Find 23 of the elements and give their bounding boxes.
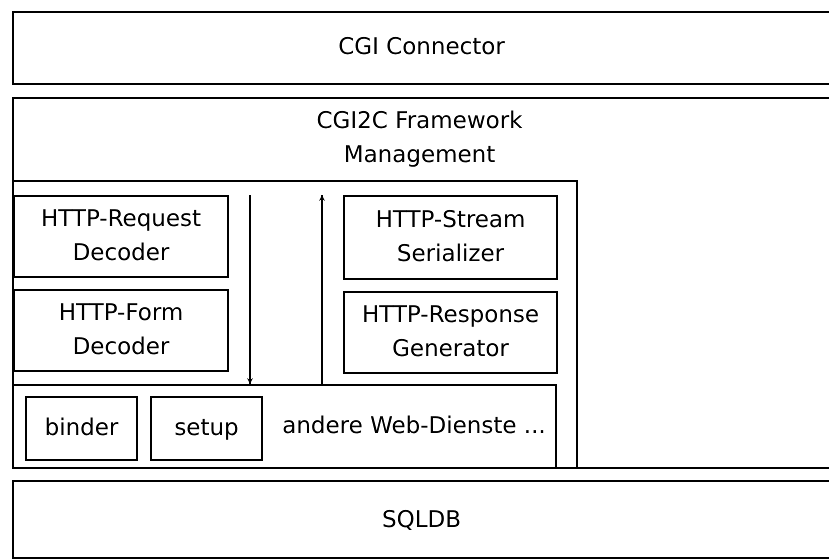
layer-box [12, 11, 829, 85]
box-label: CGI2C Framework Management [316, 107, 524, 170]
box-label: andere Web-Dienste ... [282, 412, 546, 441]
box-label: HTTP-Response Generator [360, 301, 540, 364]
framework-frame [12, 97, 829, 469]
box-label: setup [174, 414, 239, 443]
arrow [247, 195, 253, 384]
box-label: binder [44, 414, 118, 443]
box-label: HTTP-Stream Serializer [374, 206, 526, 268]
module-box [150, 396, 263, 461]
services-box [12, 384, 557, 469]
module-box [13, 289, 229, 372]
module-box [25, 396, 138, 461]
layer-box [12, 480, 829, 559]
module-box [13, 195, 229, 278]
arrow [319, 195, 325, 384]
box-label: HTTP-Request Decoder [40, 205, 202, 268]
module-box [343, 291, 558, 374]
box-label: SQLDB [382, 506, 461, 535]
container-box [12, 180, 578, 469]
box-label: HTTP-Form Decoder [58, 299, 184, 362]
module-box [343, 195, 558, 280]
box-label: CGI Connector [338, 33, 505, 62]
